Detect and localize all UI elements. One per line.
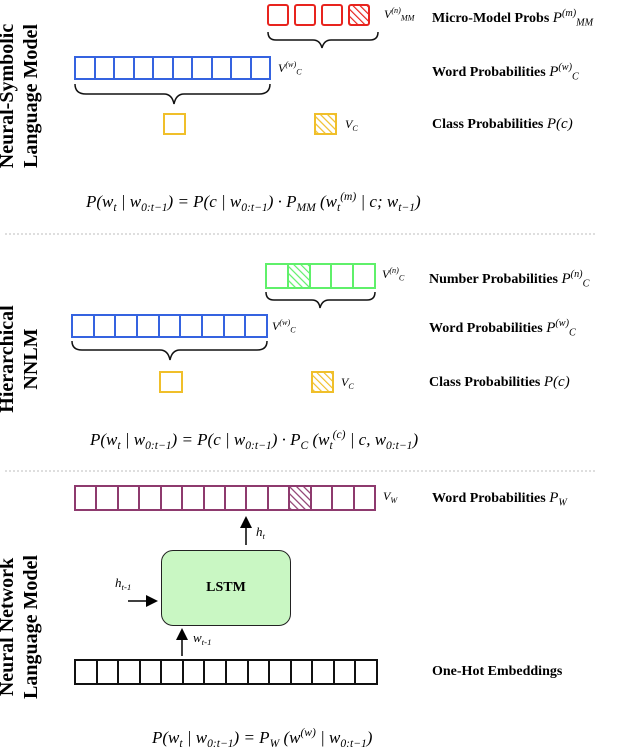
micro-cell: [267, 4, 289, 26]
v-cw-symbol: V(w)C: [278, 60, 302, 77]
one-hot-row: [74, 659, 378, 685]
brace-number: [265, 291, 376, 309]
micro-model-label: Micro-Model Probs P(m)MM: [432, 8, 594, 29]
word-prob-row-symbolic: [74, 56, 271, 80]
v-cn-symbol: V(n)C: [382, 266, 405, 283]
hatched-cell-icon: [288, 485, 312, 511]
micro-cell: [321, 4, 343, 26]
w-t1-symbol: wt-1: [193, 630, 212, 648]
h-t1-symbol: ht-1: [115, 575, 132, 593]
v-c-symbol: VC: [341, 375, 354, 391]
word-prob-row-hierarchical: [71, 314, 268, 338]
micro-model-cells: [267, 4, 370, 26]
number-prob-label: Number Probabilities P(n)C: [429, 269, 590, 290]
formula-hierarchical: P(wt | w0:t−1) = P(c | w0:t−1) · PC (wt(…: [90, 428, 419, 452]
v-w-symbol: VW: [383, 489, 398, 505]
word-prob-row-neural: [74, 485, 376, 511]
section-title-neural: Neural Network Language Model: [0, 555, 42, 699]
word-prob-label-hierarchical: Word Probabilities P(w)C: [429, 318, 576, 339]
brace-word-hierarchical: [71, 340, 268, 361]
class-cell: [163, 113, 186, 135]
lstm-block: LSTM: [161, 550, 291, 626]
number-prob-cells: [265, 263, 376, 289]
formula-symbolic: P(wt | w0:t−1) = P(c | w0:t−1) · PMM (wt…: [86, 190, 421, 214]
micro-cell: [294, 4, 316, 26]
class-prob-label-hierarchical: Class Probabilities P(c): [429, 374, 570, 390]
formula-neural: P(wt | w0:t−1) = PW (w(w) | w0:t−1): [152, 726, 373, 750]
v-cw-symbol: V(w)C: [272, 318, 296, 335]
v-mm-symbol: V(n)MM: [384, 6, 415, 23]
hatched-cell-icon: [348, 4, 370, 26]
class-cell: [159, 371, 183, 393]
hatched-cell-icon: [311, 371, 334, 393]
hatched-cell-icon: [314, 113, 337, 135]
section-title-hierarchical: Hierarchical NNLM: [0, 305, 42, 413]
word-prob-label-neural: Word Probabilities PW: [432, 490, 567, 509]
brace-micro: [267, 31, 379, 49]
lstm-label: LSTM: [206, 580, 246, 595]
h-t-symbol: ht: [256, 524, 265, 542]
hatched-cell-icon: [287, 263, 311, 289]
word-prob-label-symbolic: Word Probabilities P(w)C: [432, 62, 579, 83]
v-c-symbol: VC: [345, 117, 358, 133]
class-prob-label-symbolic: Class Probabilities P(c): [432, 116, 573, 132]
one-hot-label: One-Hot Embeddings: [432, 664, 563, 679]
brace-word-symbolic: [74, 83, 271, 105]
section-title-symbolic: Neural-Symbolic Language Model: [0, 23, 42, 169]
